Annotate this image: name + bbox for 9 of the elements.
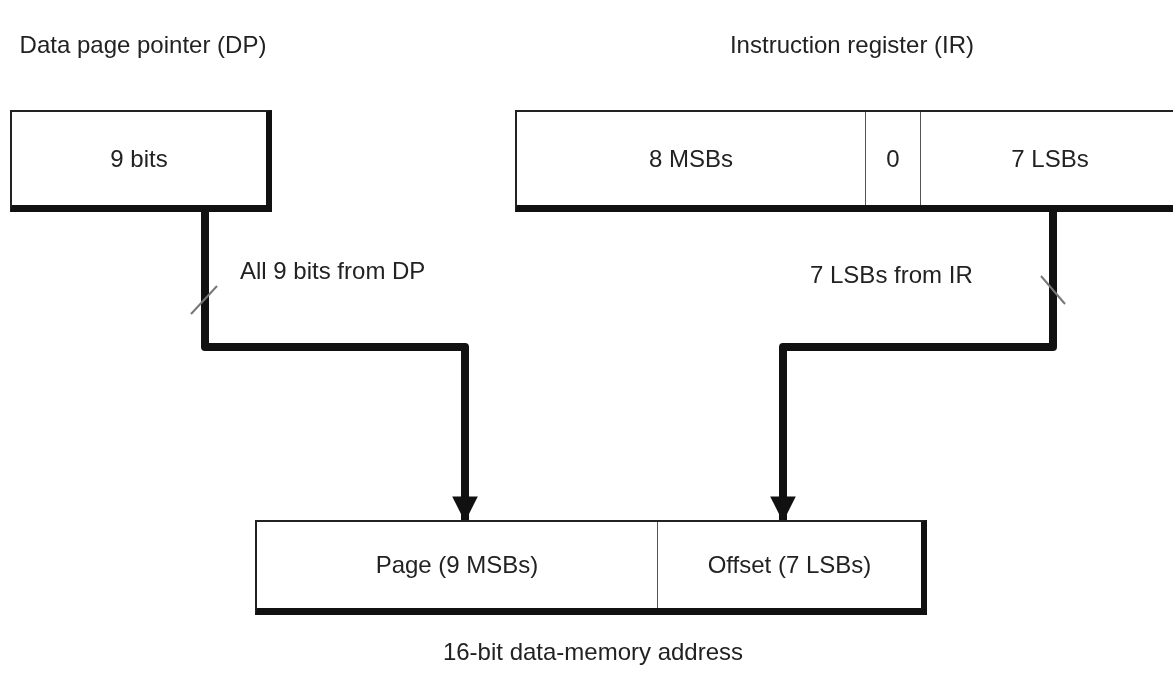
field-label: 0 [886, 144, 900, 173]
register-value: 9 bits [110, 144, 168, 173]
field-label: 8 MSBs [649, 144, 733, 173]
field-label: Offset (7 LSBs) [707, 551, 872, 579]
address-caption: 16-bit data-memory address [441, 637, 745, 667]
field-label: Page (9 MSBs) [375, 551, 539, 579]
field-label: 7 LSBs [1011, 144, 1089, 173]
register-title: Instruction register (IR) [728, 30, 976, 60]
register-title: Data page pointer (DP) [18, 30, 268, 60]
